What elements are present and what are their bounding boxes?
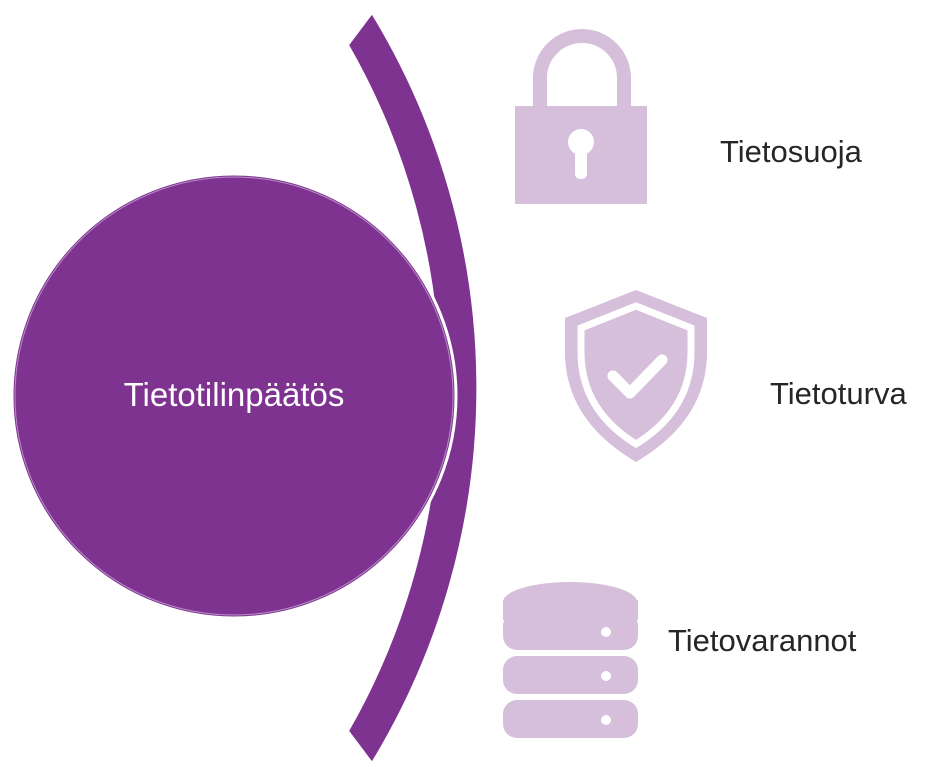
center-label: Tietotilinpäätös xyxy=(123,376,345,413)
arc-separator xyxy=(459,662,512,681)
arc-separator xyxy=(477,78,522,94)
padlock-icon xyxy=(515,29,647,204)
label-tietoturva: Tietoturva xyxy=(770,376,907,411)
arc-band xyxy=(346,11,617,765)
arc-separator xyxy=(518,553,576,577)
center-circle xyxy=(10,172,458,620)
label-tietovarannot: Tietovarannot xyxy=(668,623,857,658)
shield-check-icon xyxy=(565,290,707,462)
arc-separator xyxy=(551,286,599,306)
arc-separator xyxy=(559,452,617,472)
arc-band-shape xyxy=(346,11,479,765)
label-tietosuoja: Tietosuoja xyxy=(720,134,862,169)
arc-separator xyxy=(519,204,586,222)
database-icon xyxy=(503,582,638,738)
center-circle-outline xyxy=(14,176,454,616)
